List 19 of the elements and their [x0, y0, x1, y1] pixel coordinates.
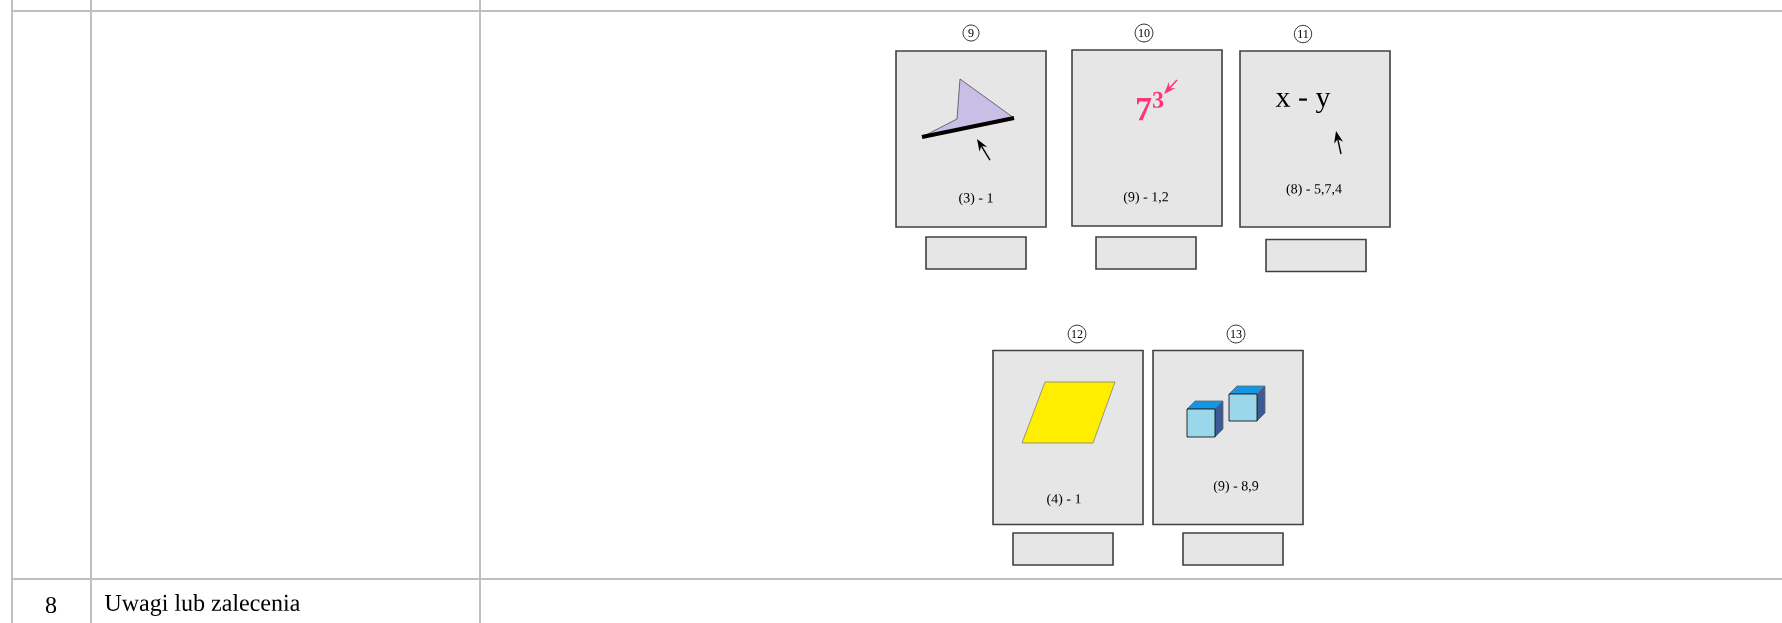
answer-box — [925, 236, 1027, 270]
circled-number: 12 — [1067, 324, 1087, 344]
circled-number: 11 — [1293, 24, 1313, 44]
circled-number: 13 — [1226, 324, 1246, 344]
circled-number: 10 — [1134, 23, 1154, 43]
card-label: (9) - 8,9 — [1213, 480, 1259, 494]
row-number: 8 — [45, 596, 57, 614]
math-expression: 7$^{3}$ — [1137, 91, 1164, 121]
card-label: (3) - 1 — [959, 192, 993, 206]
card-label: (8) - 5,7,4 — [1286, 183, 1342, 197]
answer-box — [1012, 532, 1114, 566]
cell-text: Uwagi lub zalecenia — [104, 594, 300, 616]
answer-box — [1265, 238, 1367, 273]
math-expression: x - y — [1275, 92, 1331, 114]
card-label: (4) - 1 — [1047, 493, 1081, 507]
circled-number: 9 — [962, 24, 980, 42]
card-label: (9) - 1,2 — [1123, 191, 1168, 205]
answer-box — [1182, 532, 1284, 566]
answer-box — [1095, 236, 1197, 270]
